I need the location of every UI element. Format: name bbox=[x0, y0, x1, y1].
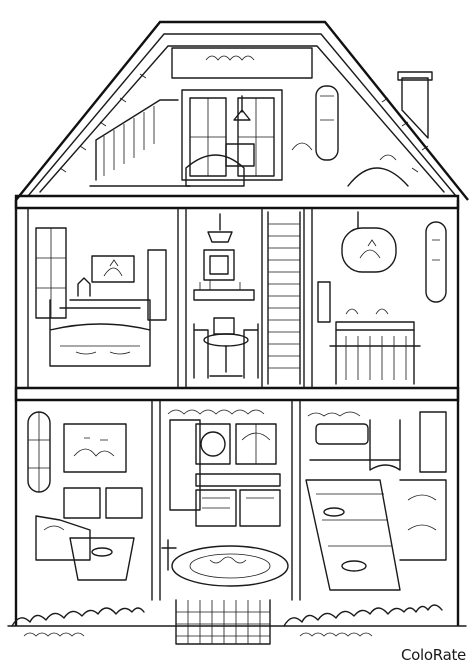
house-walls bbox=[8, 196, 466, 626]
front-path bbox=[176, 600, 270, 644]
bedroom bbox=[36, 228, 166, 366]
bushes bbox=[12, 605, 442, 636]
kitchen bbox=[162, 410, 288, 586]
staircase bbox=[268, 212, 300, 384]
roof bbox=[16, 22, 468, 200]
living-room bbox=[28, 412, 142, 580]
watermark-logo: ColoRate bbox=[401, 646, 466, 664]
dining-room bbox=[318, 212, 446, 384]
chimney bbox=[398, 72, 432, 138]
attic-room bbox=[90, 48, 408, 186]
kitchenette bbox=[194, 214, 258, 378]
dining-table-room bbox=[306, 412, 446, 590]
